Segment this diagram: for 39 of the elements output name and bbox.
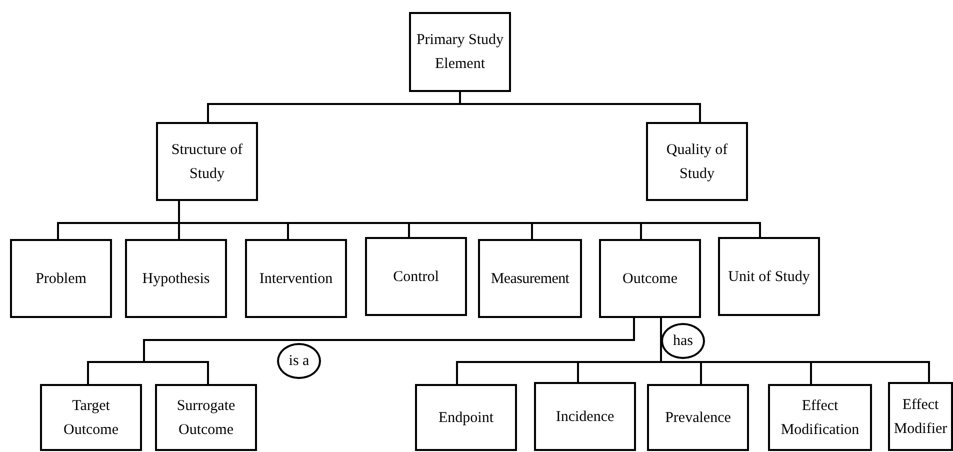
node-label: has	[672, 332, 694, 351]
node-label: Primary Study Element	[415, 31, 505, 74]
node-label: Hypothesis	[141, 270, 211, 288]
concept-box	[647, 384, 749, 451]
concept-box	[40, 384, 142, 451]
node-label: Target Outcome	[62, 396, 120, 440]
concept-box	[415, 384, 517, 451]
concept-box	[125, 239, 227, 318]
concept-box	[646, 122, 748, 201]
node-label: Effect Modification	[780, 396, 860, 440]
node-label: Problem	[34, 270, 88, 288]
concept-box	[365, 237, 467, 316]
node-label: Control	[392, 268, 440, 286]
concept-box	[478, 239, 582, 318]
node-label: Incidence	[554, 408, 616, 426]
node-label: is a	[288, 352, 310, 371]
node-label: Unit of Study	[727, 268, 811, 286]
relation-oval	[277, 343, 321, 379]
node-label: Quality of Study	[665, 140, 729, 184]
concept-box	[245, 239, 347, 318]
concept-box	[718, 237, 820, 316]
relation-oval	[661, 323, 705, 359]
node-label: Intervention	[258, 270, 334, 288]
concept-box	[599, 239, 701, 318]
node-label: Measurement	[490, 270, 570, 288]
concept-box	[888, 382, 953, 451]
node-label: Outcome	[622, 270, 678, 288]
node-label: Surrogate Outcome	[176, 396, 236, 440]
concept-box	[156, 122, 258, 201]
node-label: Endpoint	[438, 408, 494, 428]
connector-line	[459, 92, 701, 122]
node-label: Prevalence	[664, 408, 732, 428]
node-label: Effect Modifier	[892, 396, 948, 438]
concept-box	[10, 239, 112, 318]
node-label: Structure of Study	[170, 140, 244, 184]
concept-box	[155, 384, 257, 451]
concept-box	[409, 12, 511, 92]
concept-box	[534, 382, 636, 451]
concept-box	[768, 384, 872, 451]
